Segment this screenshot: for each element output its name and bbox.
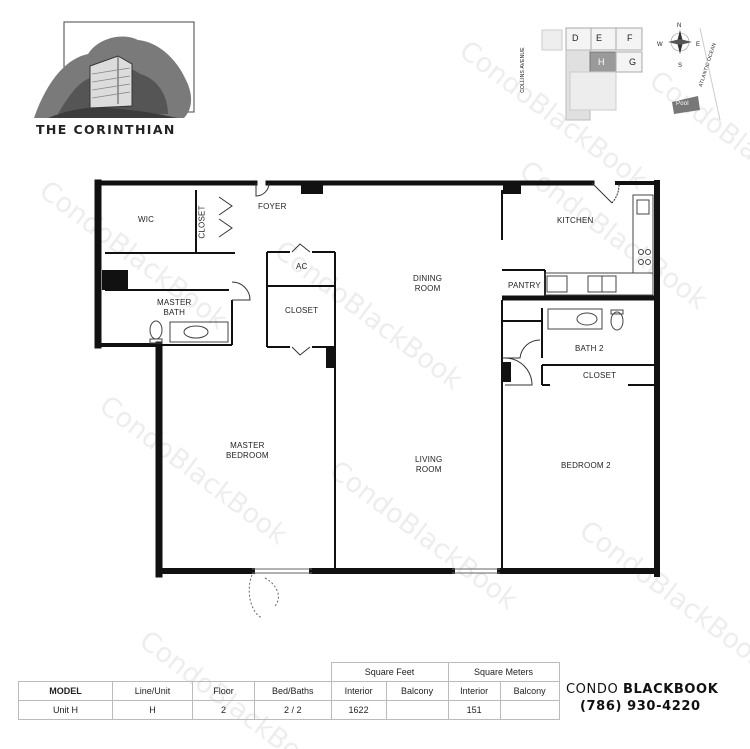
living-line2: ROOM bbox=[415, 465, 442, 474]
col-floor: Floor bbox=[192, 681, 255, 701]
col-balcony-sqm: Balcony bbox=[499, 681, 560, 701]
interior-walls bbox=[105, 190, 657, 571]
table-header-row: MODEL Line/Unit Floor Bed/Baths Interior… bbox=[18, 681, 560, 701]
doors bbox=[218, 182, 620, 386]
master-bedroom-line1: MASTER bbox=[230, 441, 265, 450]
cell-balcony-sqft bbox=[385, 700, 449, 720]
master-bath-line2: BATH bbox=[163, 308, 186, 317]
room-kitchen: KITCHEN bbox=[557, 216, 594, 225]
key-plan-drawing bbox=[541, 27, 721, 121]
room-dining: DINING ROOM bbox=[413, 274, 442, 294]
col-balcony-sqft: Balcony bbox=[385, 681, 449, 701]
bath-fixtures bbox=[149, 308, 624, 344]
kitchen-fixtures bbox=[544, 194, 654, 296]
group-header-square-meters: Square Meters bbox=[447, 662, 560, 682]
table-row: Unit H H 2 2 / 2 1622 151 bbox=[18, 700, 560, 720]
master-bedroom-line2: BEDROOM bbox=[226, 451, 269, 460]
col-model: MODEL bbox=[18, 681, 113, 701]
room-bedroom2: BEDROOM 2 bbox=[561, 461, 611, 470]
dining-line1: DINING bbox=[413, 274, 443, 283]
unit-specs-table: Square Feet Square Meters MODEL Line/Uni… bbox=[18, 662, 560, 720]
room-master-bath: MASTER BATH bbox=[157, 298, 192, 318]
table-group-header-row: Square Feet Square Meters bbox=[19, 662, 560, 682]
compass-n: N bbox=[677, 23, 682, 29]
room-closet-wic: CLOSET bbox=[197, 205, 207, 239]
key-plan-unit: E bbox=[596, 33, 603, 43]
room-closet-center: CLOSET bbox=[285, 306, 319, 315]
col-interior-sqm: Interior bbox=[447, 681, 501, 701]
room-living: LIVING ROOM bbox=[415, 455, 442, 475]
cell-interior-sqft: 1622 bbox=[330, 700, 387, 720]
pool-label: Pool bbox=[676, 101, 689, 107]
dining-line2: ROOM bbox=[414, 284, 441, 293]
company-phone: (786) 930-4220 bbox=[580, 699, 701, 714]
cell-interior-sqm: 151 bbox=[447, 700, 501, 720]
room-foyer: FOYER bbox=[258, 202, 287, 211]
compass-s: S bbox=[678, 63, 683, 69]
cell-bed-baths: 2 / 2 bbox=[254, 700, 332, 720]
cell-line-unit: H bbox=[112, 700, 193, 720]
company-name-light: CONDO bbox=[566, 682, 619, 697]
compass-w: W bbox=[657, 42, 663, 48]
company-name: CONDO BLACKBOOK bbox=[566, 682, 718, 697]
room-pantry: PANTRY bbox=[508, 281, 541, 290]
room-bath2: BATH 2 bbox=[575, 344, 604, 353]
col-bed-baths: Bed/Baths bbox=[254, 681, 332, 701]
room-master-bedroom: MASTER BEDROOM bbox=[226, 441, 269, 461]
windows bbox=[248, 568, 500, 619]
cell-model: Unit H bbox=[18, 700, 113, 720]
key-plan-unit: D bbox=[572, 33, 579, 43]
living-line1: LIVING bbox=[415, 455, 443, 464]
building-name: THE CORINTHIAN bbox=[36, 122, 176, 137]
wall-columns bbox=[102, 184, 521, 382]
col-interior-sqft: Interior bbox=[330, 681, 387, 701]
room-wic: WIC bbox=[138, 215, 155, 224]
key-plan-unit: F bbox=[627, 33, 633, 43]
key-plan-unit: G bbox=[629, 57, 637, 67]
room-ac: AC bbox=[296, 262, 308, 271]
floor-plan-drawing bbox=[94, 179, 660, 619]
master-bath-line1: MASTER bbox=[157, 298, 192, 307]
compass-e: E bbox=[696, 42, 701, 48]
col-line-unit: Line/Unit bbox=[112, 681, 193, 701]
company-name-bold: BLACKBOOK bbox=[623, 682, 719, 697]
cell-balcony-sqm bbox=[499, 700, 560, 720]
building-logo bbox=[34, 21, 195, 118]
cell-floor: 2 bbox=[192, 700, 255, 720]
group-header-square-feet: Square Feet bbox=[330, 662, 449, 682]
exterior-walls bbox=[94, 179, 660, 578]
room-closet-br2: CLOSET bbox=[583, 371, 617, 380]
key-plan-unit-current: H bbox=[598, 57, 605, 67]
